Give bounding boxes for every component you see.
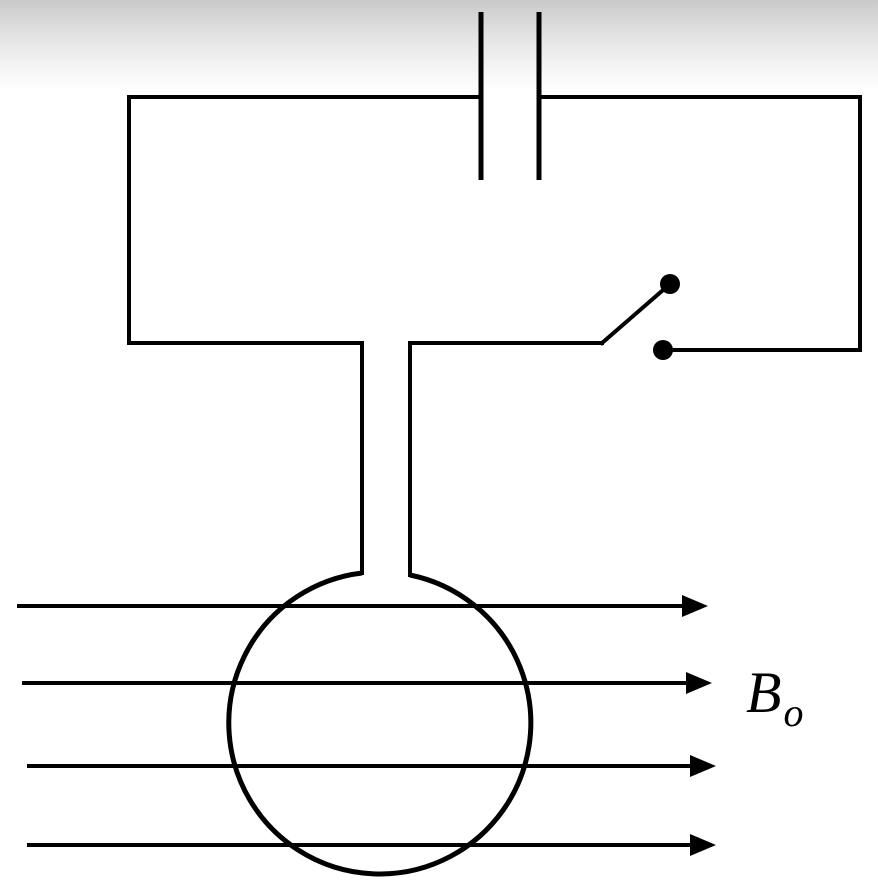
- wire-loop: [226, 570, 534, 877]
- switch-contact-lower: [653, 340, 673, 360]
- field-arrowhead: [690, 755, 716, 777]
- field-label: Bo: [746, 660, 803, 735]
- field-arrowhead: [686, 672, 712, 694]
- field-arrowhead: [690, 834, 716, 856]
- field-label-main: B: [746, 660, 781, 725]
- wire-right-loop: [537, 95, 862, 352]
- wire-left-loop: [127, 95, 483, 575]
- field-label-subscript: o: [783, 690, 803, 735]
- capacitor: [478, 12, 542, 180]
- circuit-wires: [127, 95, 862, 577]
- switch: [599, 274, 680, 360]
- switch-arm: [599, 281, 673, 346]
- switch-contact-upper: [660, 274, 680, 294]
- magnetic-field-lines: [17, 595, 716, 856]
- wire-coil-lead-right: [408, 341, 604, 577]
- field-arrowhead: [682, 595, 708, 617]
- top-shading: [0, 0, 878, 90]
